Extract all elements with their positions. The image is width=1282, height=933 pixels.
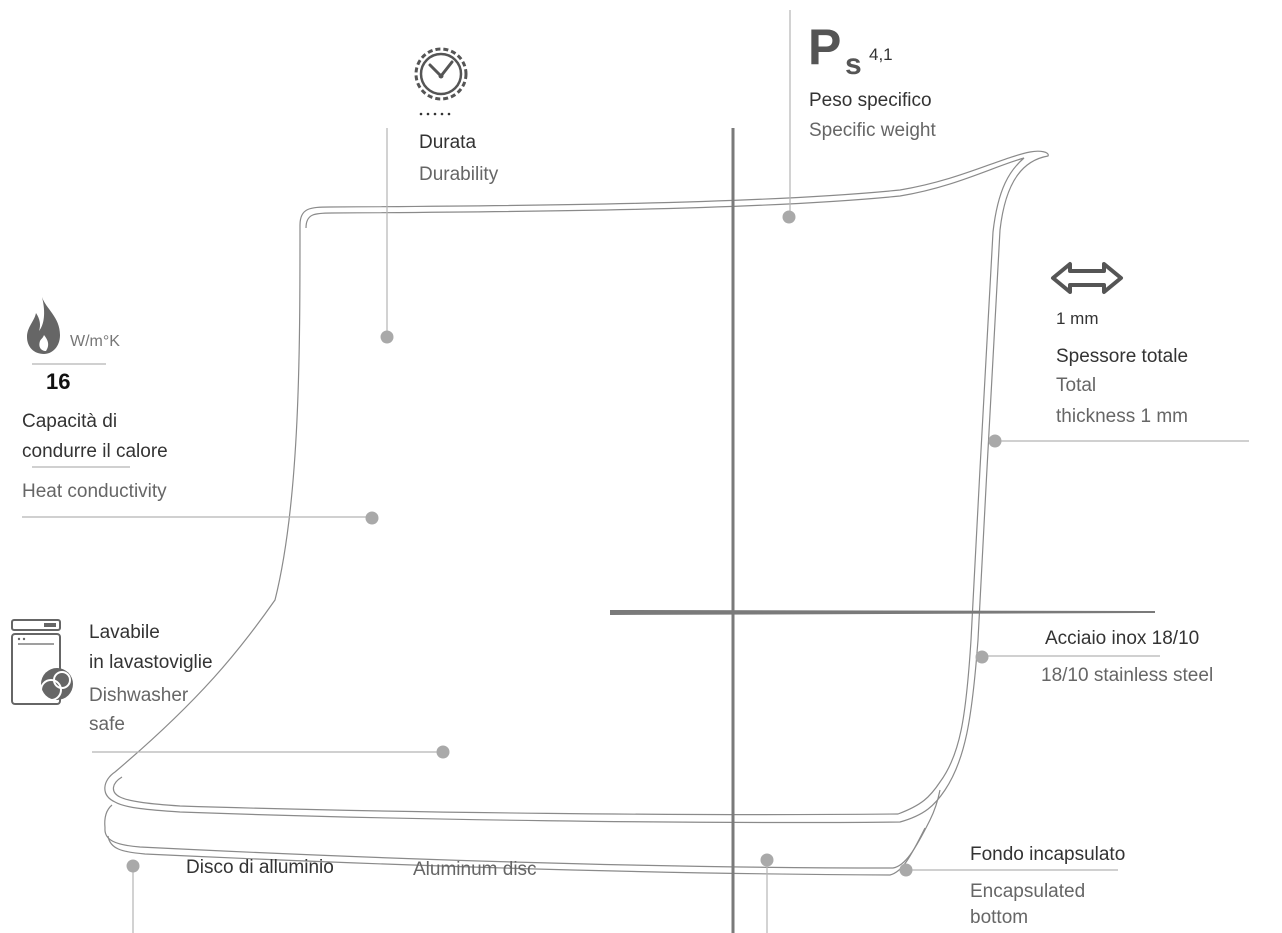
heat-label-it-line2: condurre il calore: [22, 441, 168, 462]
pan-outline: [104, 150, 1049, 876]
flame-icon: [27, 297, 60, 354]
dishwasher-label-it-line1: Lavabile: [89, 622, 160, 643]
bottom-label-en-line1: Encapsulated: [970, 881, 1086, 902]
specific-weight-label-it: Peso specifico: [809, 90, 932, 111]
dishwasher-label-en-line2: safe: [89, 714, 125, 735]
dishwasher-label-it-line2: in lavastoviglie: [89, 652, 213, 673]
heat-unit: W/m°K: [70, 333, 120, 350]
dishwasher-icon: [11, 619, 73, 705]
callout-lines: [22, 10, 1249, 933]
disc-label-en: Aluminum disc: [413, 859, 537, 880]
callout-dots: [126, 210, 1002, 877]
heat-label-en: Heat conductivity: [22, 481, 167, 502]
specific-weight-value: 4,1: [869, 45, 893, 64]
steel-label-it: Acciaio inox 18/10: [1045, 628, 1200, 649]
durability-label-it: Durata: [419, 132, 477, 153]
thickness-label-en-line1: Total: [1056, 375, 1097, 396]
heat-value: 16: [46, 369, 71, 394]
horizontal-axis-line: [610, 610, 1155, 615]
bottom-label-it: Fondo incapsulato: [970, 844, 1126, 865]
heat-label-it-line1: Capacità di: [22, 411, 118, 432]
ps-icon-symbol: P: [808, 19, 842, 75]
thickness-label-en-line2: thickness 1 mm: [1056, 406, 1188, 427]
specific-weight-label-en: Specific weight: [809, 120, 936, 141]
bottom-label-en-line2: bottom: [970, 907, 1029, 928]
ps-icon-subscript: s: [845, 48, 862, 81]
dishwasher-label-en-line1: Dishwasher: [89, 685, 189, 706]
thickness-label-it: Spessore totale: [1056, 346, 1189, 367]
disc-label-it: Disco di alluminio: [186, 857, 334, 878]
double-arrow-icon: [1051, 262, 1123, 294]
durability-label-en: Durability: [419, 164, 499, 185]
steel-label-en: 18/10 stainless steel: [1041, 665, 1214, 686]
clock-icon: [414, 47, 468, 116]
thickness-value: 1 mm: [1056, 309, 1099, 328]
